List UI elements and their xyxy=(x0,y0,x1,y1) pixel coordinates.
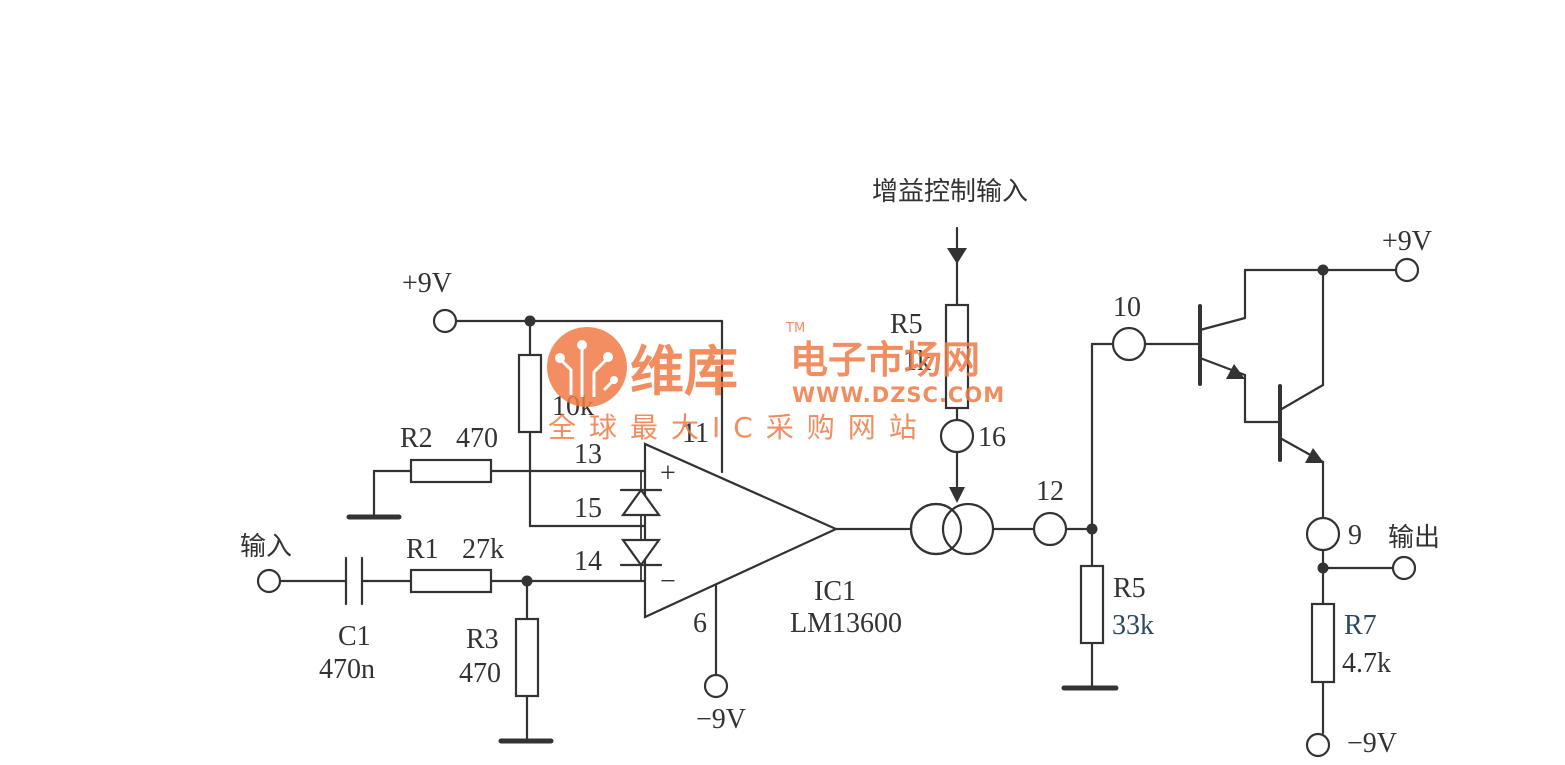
pin-10-circle xyxy=(1111,326,1147,362)
diode-15 xyxy=(620,488,662,517)
vminus-ic-label: −9V xyxy=(696,704,746,735)
c1-value: 470n xyxy=(319,654,375,685)
grounds xyxy=(346,514,1119,744)
r7-value: 4.7k xyxy=(1342,648,1391,679)
r3-value: 470 xyxy=(459,658,501,689)
pin-16-circle xyxy=(939,418,975,454)
input-terminal xyxy=(256,568,282,594)
pin-11-label: 11 xyxy=(682,418,709,449)
input-label: 输入 xyxy=(240,532,292,562)
resistor-r2 xyxy=(409,458,493,484)
minus-sign: − xyxy=(660,566,676,597)
watermark-slogan: 全球最大IC采购网站 xyxy=(548,411,930,444)
junction-dot xyxy=(1317,264,1329,276)
c1-name: C1 xyxy=(338,621,371,652)
resistor-r4 xyxy=(517,353,543,434)
r2-value: 470 xyxy=(456,423,498,454)
gain-arrow xyxy=(947,248,967,264)
vplus-left-terminal xyxy=(432,308,458,334)
r5-bottom-value: 33k xyxy=(1112,610,1154,641)
pin-16-label: 16 xyxy=(978,422,1006,453)
labels: 增益控制输入 +9V +9V −9V −9V 输入 输出 R2 470 R1 2… xyxy=(240,177,1440,759)
watermark: 维库 TM 电子市场网 WWW.DZSC.COM 全球最大IC采购网站 xyxy=(547,321,1005,444)
watermark-brand: 维库 xyxy=(630,340,738,403)
vminus-right-label: −9V xyxy=(1347,728,1397,759)
vminus-ic-terminal xyxy=(703,673,729,699)
r5-top-value: 1k xyxy=(903,346,931,377)
resistors xyxy=(409,303,1336,698)
watermark-tagline: 电子市场网 xyxy=(790,338,980,382)
pin-14-label: 14 xyxy=(574,546,602,577)
resistor-r3 xyxy=(514,617,540,698)
plus-sign: + xyxy=(660,458,676,489)
capacitor-c1 xyxy=(344,556,364,606)
r1-value: 27k xyxy=(462,534,504,565)
pin-6-label: 6 xyxy=(693,608,707,639)
vplus-left-label: +9V xyxy=(402,268,452,299)
pin-12-label: 12 xyxy=(1036,476,1064,507)
r5-top-name: R5 xyxy=(890,309,923,340)
ic-part: LM13600 xyxy=(790,608,902,639)
vplus-right-label: +9V xyxy=(1382,226,1432,257)
r5-bottom-name: R5 xyxy=(1113,573,1146,604)
resistor-r7 xyxy=(1310,602,1336,684)
junction-dot xyxy=(1086,523,1098,535)
junction-dot xyxy=(524,315,536,327)
ic-name: IC1 xyxy=(814,576,856,607)
pin-10-label: 10 xyxy=(1113,292,1141,323)
gain-control-input-label: 增益控制输入 xyxy=(872,177,1028,207)
resistor-r5-bottom xyxy=(1079,564,1105,645)
pin-12-circle xyxy=(1032,511,1068,547)
watermark-logo xyxy=(547,327,627,407)
terminals xyxy=(256,257,1420,758)
junction-dots xyxy=(521,264,1329,587)
output-terminal xyxy=(1391,555,1417,581)
pin-15-label: 15 xyxy=(574,493,602,524)
pin-9-label: 9 xyxy=(1348,520,1362,551)
wires xyxy=(279,226,1397,743)
op-amp-ic1 xyxy=(619,442,839,619)
pin-9-circle xyxy=(1305,516,1341,552)
r7-name: R7 xyxy=(1344,610,1377,641)
output-label: 输出 xyxy=(1388,523,1440,553)
watermark-url: WWW.DZSC.COM xyxy=(792,383,1005,407)
r2-name: R2 xyxy=(400,423,433,454)
junction-dot xyxy=(521,575,533,587)
resistor-r5-top xyxy=(944,303,970,410)
watermark-tm: TM xyxy=(785,321,805,336)
transistor-q2 xyxy=(1278,383,1325,464)
transistor-q1 xyxy=(1198,304,1247,386)
diode-14 xyxy=(620,538,662,567)
junction-dot xyxy=(1317,562,1329,574)
r3-name: R3 xyxy=(466,624,499,655)
current-source xyxy=(909,487,995,556)
vplus-right-terminal xyxy=(1394,257,1420,283)
pin-13-label: 13 xyxy=(574,439,602,470)
r1-name: R1 xyxy=(406,534,439,565)
vminus-right-terminal xyxy=(1305,732,1331,758)
resistor-r1 xyxy=(409,568,493,594)
